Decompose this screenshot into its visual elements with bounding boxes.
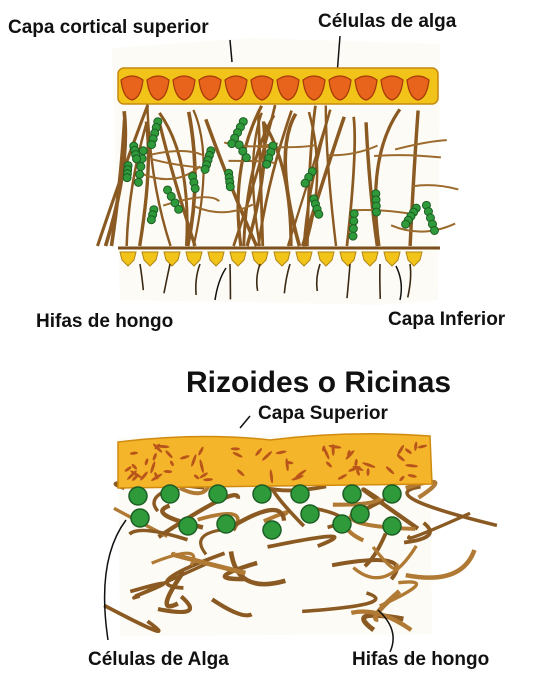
bottom-diagram-title: Rizoides o Ricinas: [186, 368, 451, 398]
label-upper-layer: Capa Superior: [258, 404, 388, 423]
alga-cell: [228, 140, 236, 148]
alga-cell: [343, 485, 361, 503]
alga-cell: [147, 216, 155, 224]
alga-cell: [134, 178, 142, 186]
alga-cell: [161, 485, 179, 503]
alga-cell: [349, 232, 357, 240]
alga-cell: [263, 160, 271, 168]
alga-cell: [209, 485, 227, 503]
alga-cell: [139, 147, 147, 155]
label-lower-layer: Capa Inferior: [388, 310, 505, 329]
alga-cell: [137, 163, 145, 171]
label-fungal-hyphae-top: Hifas de hongo: [36, 312, 173, 331]
alga-cell: [383, 517, 401, 535]
alga-cell: [242, 154, 250, 162]
alga-cell: [131, 509, 149, 527]
alga-cell: [372, 208, 380, 216]
pointer-upper-layer: [240, 416, 250, 428]
alga-cell: [350, 210, 358, 218]
alga-cell: [226, 183, 234, 191]
alga-cell: [383, 485, 401, 503]
alga-cell: [430, 226, 438, 234]
alga-cell: [402, 220, 410, 228]
alga-cell: [201, 165, 209, 173]
alga-cell: [175, 205, 183, 213]
upper-layer-band: [118, 434, 432, 488]
alga-cell: [148, 141, 156, 149]
alga-cell: [123, 174, 131, 182]
alga-cell: [351, 505, 369, 523]
label-algal-cells-bottom: Células de Alga: [88, 650, 229, 669]
alga-cell: [315, 210, 323, 218]
alga-cell: [133, 155, 141, 163]
alga-cell: [253, 485, 271, 503]
alga-cell: [349, 225, 357, 233]
alga-cell: [217, 515, 235, 533]
label-fungal-hyphae-bottom: Hifas de hongo: [352, 650, 489, 669]
alga-cell: [263, 521, 281, 539]
alga-cell: [291, 485, 309, 503]
alga-cell: [301, 505, 319, 523]
alga-cell: [333, 515, 351, 533]
alga-cell: [179, 517, 197, 535]
alga-cell: [136, 170, 144, 178]
alga-cell: [301, 179, 309, 187]
alga-cell: [191, 184, 199, 192]
alga-cell: [350, 217, 358, 225]
alga-cell: [129, 487, 147, 505]
